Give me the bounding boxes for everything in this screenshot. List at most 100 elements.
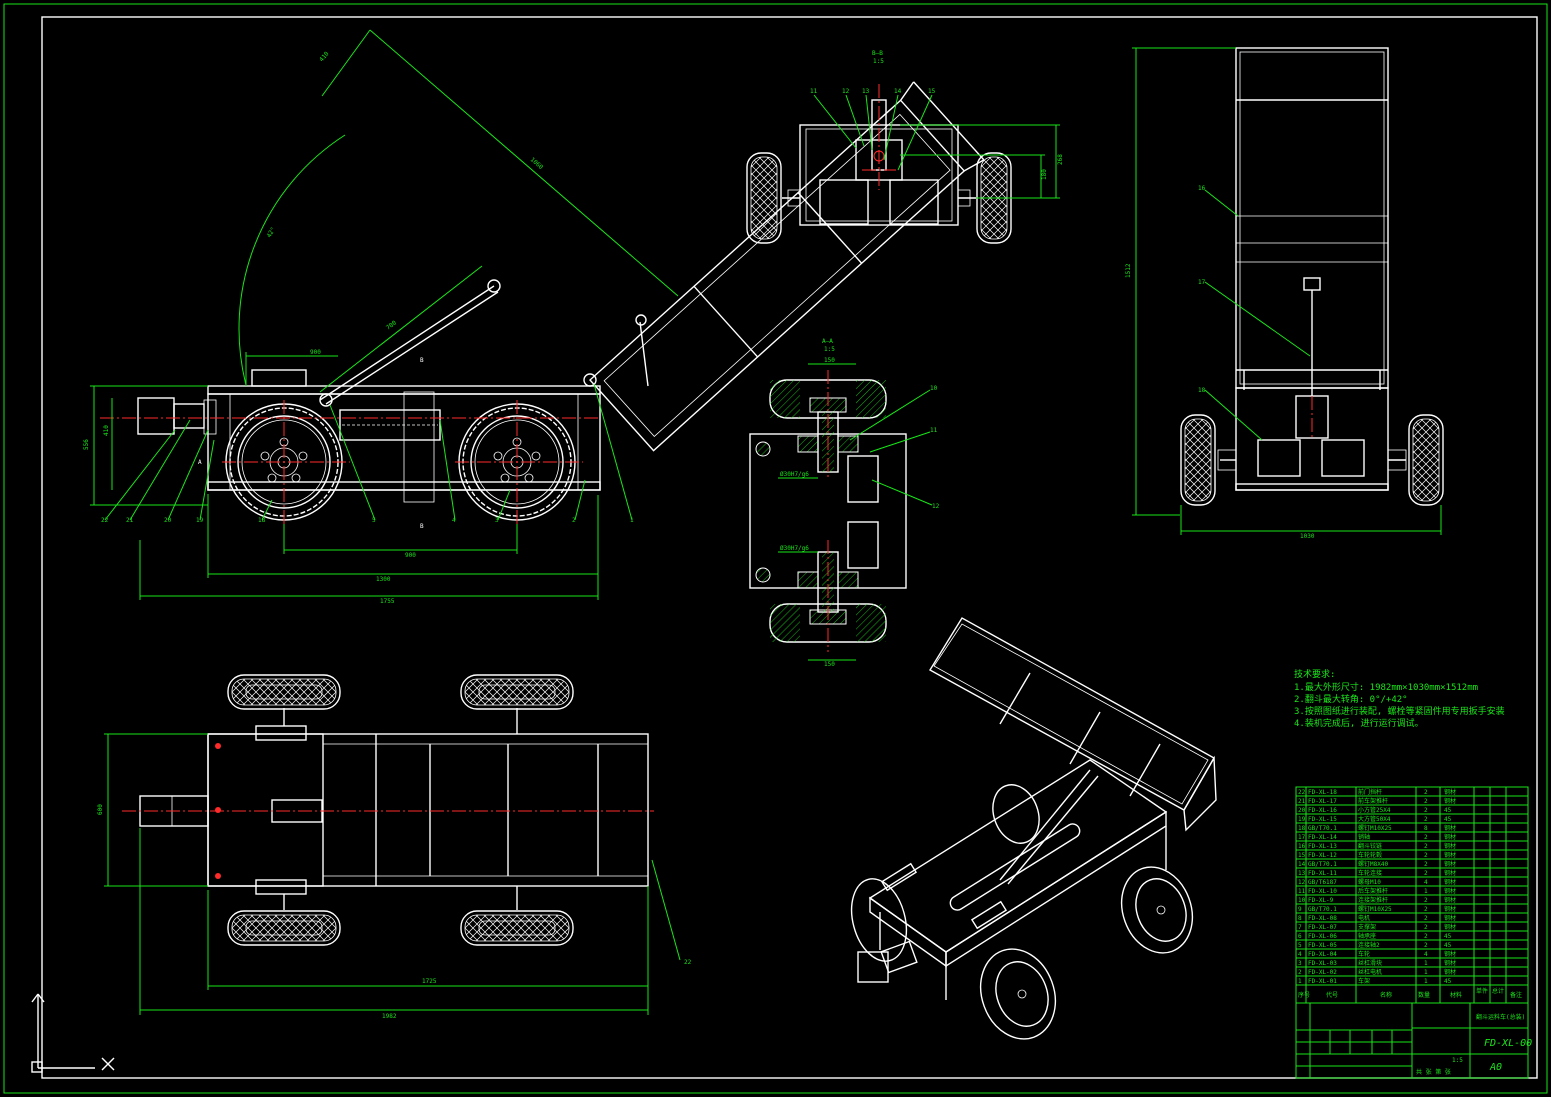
bom-cell-qty: 2 <box>1424 933 1428 940</box>
bom-cell-mat: 钢材 <box>1444 824 1456 832</box>
balloon-4: 4 <box>452 517 456 524</box>
sheet-size: A0 <box>1489 1062 1502 1073</box>
bom-cell-qty: 2 <box>1424 924 1428 931</box>
bom-cell-no: 18 <box>1298 825 1306 832</box>
bom-cell-code: FD-XL-06 <box>1308 933 1337 940</box>
bom-cell-mat: 钢材 <box>1444 968 1456 976</box>
bom-cell-name: 螺钉M10X25 <box>1358 824 1392 832</box>
balloon-rear-14: 14 <box>894 88 902 95</box>
bom-cell-mat: 钢材 <box>1444 959 1456 967</box>
balloon-21: 21 <box>126 517 134 524</box>
bom-cell-qty: 1 <box>1424 888 1428 895</box>
bom-cell-code: FD-XL-11 <box>1308 870 1337 877</box>
bom-cell-name: 丝杠滑块 <box>1358 959 1382 967</box>
bom-header-total: 总计 <box>1492 987 1504 995</box>
bom-cell-mat: 钢材 <box>1444 851 1456 859</box>
bom-cell-mat: 钢材 <box>1444 869 1456 877</box>
ucs-axis-icon <box>31 993 115 1073</box>
bom-cell-qty: 8 <box>1424 825 1428 832</box>
bom-cell-code: FD-XL-16 <box>1308 807 1337 814</box>
bom-cell-no: 6 <box>1298 933 1302 940</box>
dim-rod-length: 700 <box>385 319 398 331</box>
bom-cell-no: 19 <box>1298 816 1306 823</box>
section-aa-label: A—A <box>822 338 833 345</box>
bom-cell-no: 7 <box>1298 924 1302 931</box>
bom-cell-name: 销轴 <box>1358 833 1370 841</box>
balloon-side-18: 18 <box>1198 387 1206 394</box>
bom-cell-qty: 4 <box>1424 879 1428 886</box>
bom-cell-qty: 2 <box>1424 789 1428 796</box>
bom-cell-name: 车轮连接 <box>1358 869 1382 877</box>
rear-section-view: B—B 1:5 268 180 11 12 13 14 15 <box>746 50 1064 244</box>
bom-header-no: 序号 <box>1298 991 1310 999</box>
dim-height: 556 <box>83 439 90 450</box>
bom-cell-qty: 2 <box>1424 870 1428 877</box>
tech-req-line-4: 4.装机完成后, 进行运行调试。 <box>1294 717 1424 729</box>
balloon-19: 19 <box>196 517 204 524</box>
bom-cell-code: FD-XL-08 <box>1308 915 1337 922</box>
fit-lower: Ø30H7/g6 <box>780 545 809 552</box>
balloon-aa-12: 12 <box>932 503 940 510</box>
bom-cell-mat: 钢材 <box>1444 842 1456 850</box>
dim-1725: 1725 <box>422 978 437 985</box>
balloon-rear-13: 13 <box>862 88 870 95</box>
bom-cell-mat: 45 <box>1444 807 1452 814</box>
dim-1755: 1755 <box>380 598 395 605</box>
balloon-rear-12: 12 <box>842 88 850 95</box>
sheet-count: 共 张 第 张 <box>1416 1068 1451 1076</box>
svg-text:A: A <box>198 459 202 466</box>
dim-1512: 1512 <box>1125 263 1132 278</box>
bom-cell-name: 车轮 <box>1358 950 1370 958</box>
dim-aa-150b: 150 <box>824 661 835 668</box>
bom-cell-mat: 45 <box>1444 816 1452 823</box>
bom-cell-name: 大方管50X4 <box>1358 815 1391 823</box>
bom-cell-qty: 1 <box>1424 969 1428 976</box>
bom-cell-no: 14 <box>1298 861 1306 868</box>
bom-cell-code: FD-XL-04 <box>1308 951 1337 958</box>
bom-cell-qty: 1 <box>1424 978 1428 985</box>
bom-cell-qty: 2 <box>1424 816 1428 823</box>
bom-cell-mat: 45 <box>1444 933 1452 940</box>
inner-border <box>41 16 1538 1079</box>
dim-angle-42: 42° <box>266 226 277 239</box>
bom-cell-no: 10 <box>1298 897 1306 904</box>
section-aa-view: A—A 1:5 150 150 Ø30H7/g6 Ø30H7/g6 <box>749 338 940 668</box>
balloon-rear-11: 11 <box>810 88 818 95</box>
bom-cell-code: FD-XL-15 <box>1308 816 1337 823</box>
bom-cell-no: 17 <box>1298 834 1306 841</box>
bom-cell-code: FD-XL-12 <box>1308 852 1337 859</box>
dim-1300: 1300 <box>376 576 391 583</box>
outer-border <box>3 3 1548 1094</box>
bom-cell-name: 前门挡杆 <box>1358 788 1382 796</box>
balloon-2: 2 <box>572 517 576 524</box>
bom-cell-code: FD-XL-02 <box>1308 969 1337 976</box>
bom-cell-name: 螺母M10 <box>1358 878 1381 886</box>
dim-bucket-height: 410 <box>318 50 331 63</box>
scale-value: 1:5 <box>1452 1057 1463 1064</box>
bom-cell-name: 车轮轮毂 <box>1358 851 1382 859</box>
bom-header-mat: 材料 <box>1450 991 1462 999</box>
bom-cell-name: 电机 <box>1358 914 1370 922</box>
svg-text:B: B <box>420 357 424 364</box>
bom-cell-mat: 钢材 <box>1444 797 1456 805</box>
tech-req-title: 技术要求: <box>1294 668 1335 680</box>
bom-cell-name: 翻斗铰链 <box>1358 842 1382 850</box>
bom-cell-code: FD-XL-10 <box>1308 888 1337 895</box>
balloon-1: 1 <box>630 517 634 524</box>
bom-cell-no: 21 <box>1298 798 1306 805</box>
bom-cell-mat: 钢材 <box>1444 887 1456 895</box>
balloon-side-17: 17 <box>1198 279 1206 286</box>
bom-cell-mat: 钢材 <box>1444 950 1456 958</box>
section-aa-scale: 1:5 <box>824 346 835 353</box>
isometric-view <box>850 617 1217 1040</box>
bom-cell-mat: 钢材 <box>1444 878 1456 886</box>
tech-req-line-1: 1.最大外形尺寸: 1982mm×1030mm×1512mm <box>1294 681 1478 693</box>
bom-cell-mat: 钢材 <box>1444 923 1456 931</box>
bom-cell-code: GB/T70.1 <box>1308 906 1337 913</box>
svg-text:B: B <box>420 523 424 530</box>
drawing-name: 翻斗运料车(总装) <box>1476 1013 1525 1021</box>
front-elevation-view: 1755 1300 900 900 556 410 1060 410 700 4… <box>83 29 985 605</box>
bom-cell-code: GB/T6187 <box>1308 879 1337 886</box>
bom-cell-no: 16 <box>1298 843 1306 850</box>
bom-cell-qty: 1 <box>1424 960 1428 967</box>
